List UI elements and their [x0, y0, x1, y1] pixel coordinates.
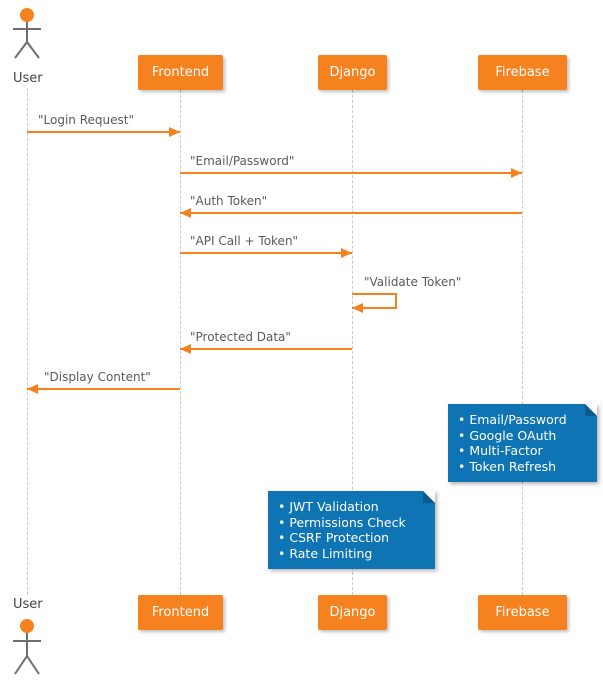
participant-firebase-bottom: Firebase: [478, 595, 567, 630]
participant-label: Frontend: [151, 605, 210, 620]
participant-django-top: Django: [318, 55, 387, 90]
arrowhead-left-icon: [180, 208, 191, 218]
self-message-return-line: [352, 307, 397, 309]
arrowhead-right-icon: [169, 127, 180, 137]
user-figure-icon: [13, 619, 41, 675]
message-label: "Login Request": [38, 113, 134, 127]
note-line: • Token Refresh: [458, 458, 557, 474]
self-message-vertical-line: [395, 293, 397, 308]
note-line: • Permissions Check: [278, 514, 406, 530]
note-line: • Multi-Factor: [458, 443, 543, 458]
message-label: "Protected Data": [190, 330, 291, 344]
participant-django-bottom: Django: [318, 595, 387, 630]
note-django-features: • JWT Validation • Permissions Check • C…: [268, 491, 435, 569]
participant-label: Django: [329, 605, 376, 620]
message-label: "Auth Token": [190, 194, 268, 208]
message-line: [180, 212, 522, 214]
arrowhead-left-icon: [180, 344, 191, 354]
user-figure-icon: [13, 8, 41, 59]
message-label: "Email/Password": [190, 154, 295, 168]
message-line: [180, 348, 352, 350]
note-line: • Google OAuth: [458, 427, 557, 443]
actor-user-top: [7, 4, 47, 66]
participant-label: Firebase: [495, 65, 550, 80]
actor-top-label: User: [13, 71, 43, 86]
note-line: • Rate Limiting: [278, 545, 373, 561]
message-label: "Validate Token": [364, 275, 462, 289]
arrowhead-left-icon: [27, 384, 38, 394]
lifeline-firebase: [522, 90, 523, 595]
note-line: • Email/Password: [458, 412, 567, 427]
note-line: • CSRF Protection: [278, 530, 390, 545]
message-line: [27, 388, 180, 390]
participant-label: Django: [329, 65, 376, 80]
participant-frontend-bottom: Frontend: [138, 595, 223, 630]
message-line: [180, 252, 352, 254]
message-line: [180, 172, 522, 174]
actor-user-bottom: [7, 614, 47, 684]
actor-bottom-label: User: [13, 597, 43, 612]
note-line: • JWT Validation: [278, 499, 379, 514]
note-firebase-features: • Email/Password • Google OAuth • Multi-…: [448, 404, 597, 482]
lifeline-django: [352, 90, 353, 595]
message-label: "API Call + Token": [190, 234, 299, 248]
lifeline-user: [27, 88, 28, 595]
self-message-top-line: [352, 293, 397, 295]
message-line: [27, 131, 180, 133]
message-label: "Display Content": [44, 370, 151, 384]
participant-label: Firebase: [495, 605, 550, 620]
participant-firebase-top: Firebase: [478, 55, 567, 90]
participant-label: Frontend: [151, 65, 210, 80]
arrowhead-left-icon: [352, 303, 363, 313]
lifeline-frontend: [180, 90, 181, 595]
participant-frontend-top: Frontend: [138, 55, 223, 90]
arrowhead-right-icon: [341, 248, 352, 258]
arrowhead-right-icon: [511, 168, 522, 178]
